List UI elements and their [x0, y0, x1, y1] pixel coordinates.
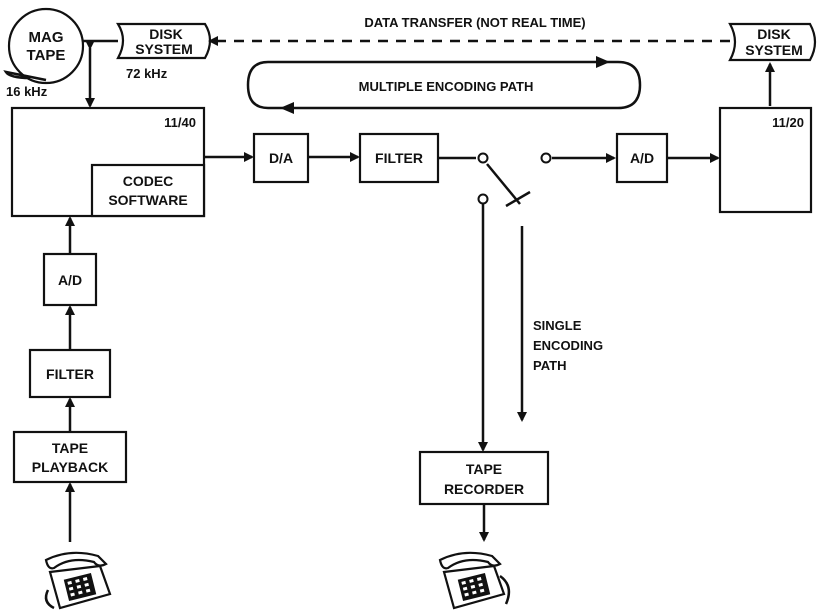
- switch-icon: [438, 152, 552, 208]
- mag-tape-rate: 16 kHz: [6, 84, 48, 99]
- computer-left-label: 11/40: [164, 115, 196, 130]
- da-box: D/A: [252, 132, 310, 184]
- codec-label-line2: SOFTWARE: [108, 192, 187, 208]
- filter-top-box: FILTER: [358, 132, 440, 184]
- computer-right-label: 11/20: [772, 115, 804, 130]
- computer-11-40: 11/40 CODEC SOFTWARE: [10, 106, 206, 218]
- disk-left-label-line1: DISK: [149, 26, 182, 42]
- multiple-encoding-label: MULTIPLE ENCODING PATH: [359, 79, 534, 94]
- da-label: D/A: [269, 150, 293, 166]
- tape-recorder-label-line2: RECORDER: [444, 481, 524, 497]
- ad-right-box: A/D: [615, 132, 669, 184]
- computer-11-20: 11/20: [718, 106, 813, 214]
- mag-tape-reel-icon: MAG TAPE: [3, 7, 85, 85]
- filter-left-label: FILTER: [46, 366, 94, 382]
- tape-recorder-label-line1: TAPE: [466, 461, 502, 477]
- single-path-label-line1: SINGLE: [533, 318, 582, 333]
- filter-left-box: FILTER: [28, 348, 112, 399]
- ad-left-label: A/D: [58, 272, 82, 288]
- single-path-label-line3: PATH: [533, 358, 566, 373]
- tape-recorder-box: TAPE RECORDER: [418, 450, 550, 506]
- disk-left-label-line2: SYSTEM: [135, 41, 193, 57]
- mag-tape-label-line1: MAG: [29, 29, 64, 46]
- ad-left-box: A/D: [42, 252, 98, 307]
- telephone-icon: [44, 551, 112, 610]
- disk-system-left: DISK SYSTEM: [116, 22, 212, 60]
- mag-tape-label-line2: TAPE: [27, 47, 66, 64]
- ad-right-label: A/D: [630, 150, 654, 166]
- multiple-encoding-loop: MULTIPLE ENCODING PATH: [246, 56, 642, 114]
- disk-system-right: DISK SYSTEM: [728, 22, 817, 62]
- tape-playback-label-line1: TAPE: [52, 440, 88, 456]
- disk-right-label-line1: DISK: [757, 26, 790, 42]
- tape-playback-label-line2: PLAYBACK: [32, 459, 109, 475]
- telephone-icon: [438, 551, 511, 610]
- codec-label-line1: CODEC: [123, 173, 174, 189]
- data-transfer-label: DATA TRANSFER (NOT REAL TIME): [364, 15, 585, 30]
- disk-right-label-line2: SYSTEM: [745, 42, 803, 58]
- single-path-label-line2: ENCODING: [533, 338, 603, 353]
- filter-top-label: FILTER: [375, 150, 423, 166]
- disk-left-rate: 72 kHz: [126, 66, 168, 81]
- tape-playback-box: TAPE PLAYBACK: [12, 430, 128, 484]
